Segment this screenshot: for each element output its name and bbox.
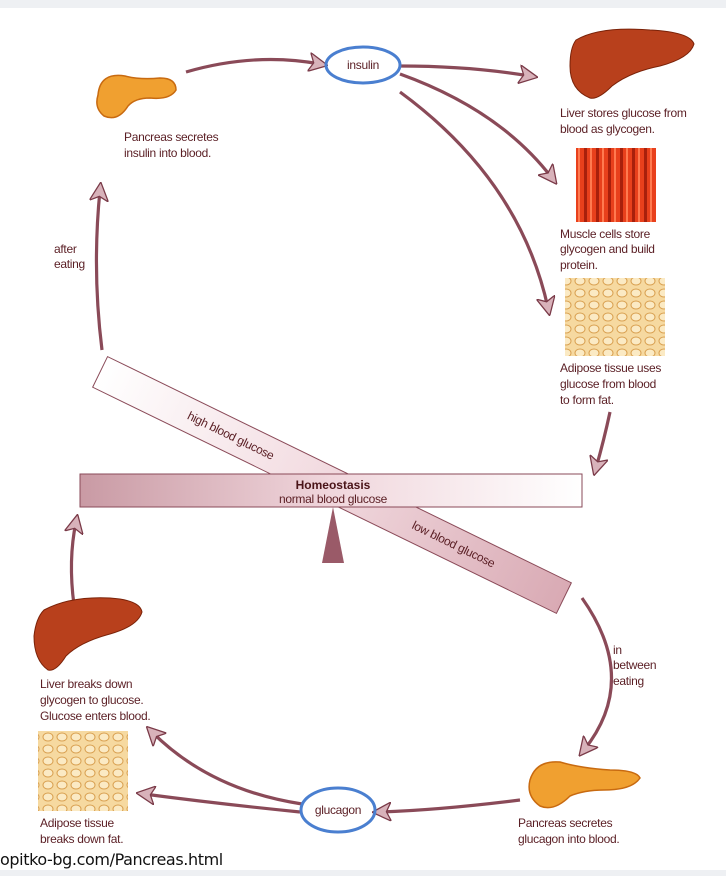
muscle-line1: Muscle cells store xyxy=(560,227,651,241)
liver-bottom-line1: Liver breaks down xyxy=(40,677,132,691)
homeostasis-title: Homeostasis xyxy=(296,478,371,492)
arrow-in-between-eating xyxy=(582,597,614,750)
arrow-to-balance-left xyxy=(71,522,76,606)
pancreas-image-bottom xyxy=(528,761,641,809)
liver-top-line1: Liver stores glucose from xyxy=(560,106,687,120)
adipose-image-top xyxy=(565,278,665,356)
arrow-insulin-to-liver xyxy=(399,64,530,76)
arrow-insulin-to-muscle xyxy=(399,72,552,178)
arrow-after-eating xyxy=(96,190,102,351)
arrow-insulin-to-adipose xyxy=(399,90,548,308)
arrow-adipose-to-balance xyxy=(596,411,612,468)
pancreas-image-top xyxy=(96,74,177,119)
muscle-line3: protein. xyxy=(560,258,598,272)
glucagon-label: glucagon xyxy=(315,803,361,817)
arrow-pancreas-to-glucagon xyxy=(380,798,521,812)
after-eating-line2: eating xyxy=(54,257,85,271)
insulin-label: insulin xyxy=(347,58,379,72)
between-eating-line2: between xyxy=(613,658,656,672)
liver-bottom-line3: Glucose enters blood. xyxy=(40,709,150,723)
arrows xyxy=(71,60,614,814)
glucagon-highlight xyxy=(299,786,377,834)
arrow-glucagon-to-liver xyxy=(152,732,303,806)
muscle-image xyxy=(576,148,656,222)
homeostasis-subtitle: normal blood glucose xyxy=(279,492,388,506)
after-eating-line1: after xyxy=(54,242,77,256)
arrow-glucagon-to-adipose xyxy=(144,794,301,814)
bottom-border xyxy=(0,870,726,876)
liver-image-bottom xyxy=(33,597,143,671)
pancreas-bottom-line1: Pancreas secretes xyxy=(518,816,613,830)
adipose-bottom-line1: Adipose tissue xyxy=(40,816,114,830)
between-eating-line3: eating xyxy=(613,674,644,688)
source-caption: opitko-bg.com/Pancreas.html xyxy=(0,850,223,869)
liver-image-top xyxy=(569,28,695,99)
homeostasis-bar xyxy=(79,473,583,508)
insulin-highlight xyxy=(324,45,402,85)
pancreas-bottom-line2: glucagon into blood. xyxy=(518,832,619,846)
adipose-bottom-line2: breaks down fat. xyxy=(40,832,123,846)
between-eating-line1: in xyxy=(613,643,622,657)
fulcrum xyxy=(322,507,344,563)
adipose-top-line1: Adipose tissue uses xyxy=(560,361,661,375)
liver-top-line2: blood as glycogen. xyxy=(560,122,655,136)
pancreas-top-line2: insulin into blood. xyxy=(124,146,211,160)
adipose-top-line2: glucose from blood xyxy=(560,377,656,391)
liver-bottom-line2: glycogen to glucose. xyxy=(40,693,143,707)
top-border xyxy=(0,0,726,8)
arrow-pancreas-to-insulin xyxy=(185,60,320,74)
muscle-line2: glycogen and build xyxy=(560,242,655,256)
pancreas-top-line1: Pancreas secretes xyxy=(124,130,219,144)
adipose-top-line3: to form fat. xyxy=(560,393,614,407)
adipose-image-bottom xyxy=(38,731,128,811)
